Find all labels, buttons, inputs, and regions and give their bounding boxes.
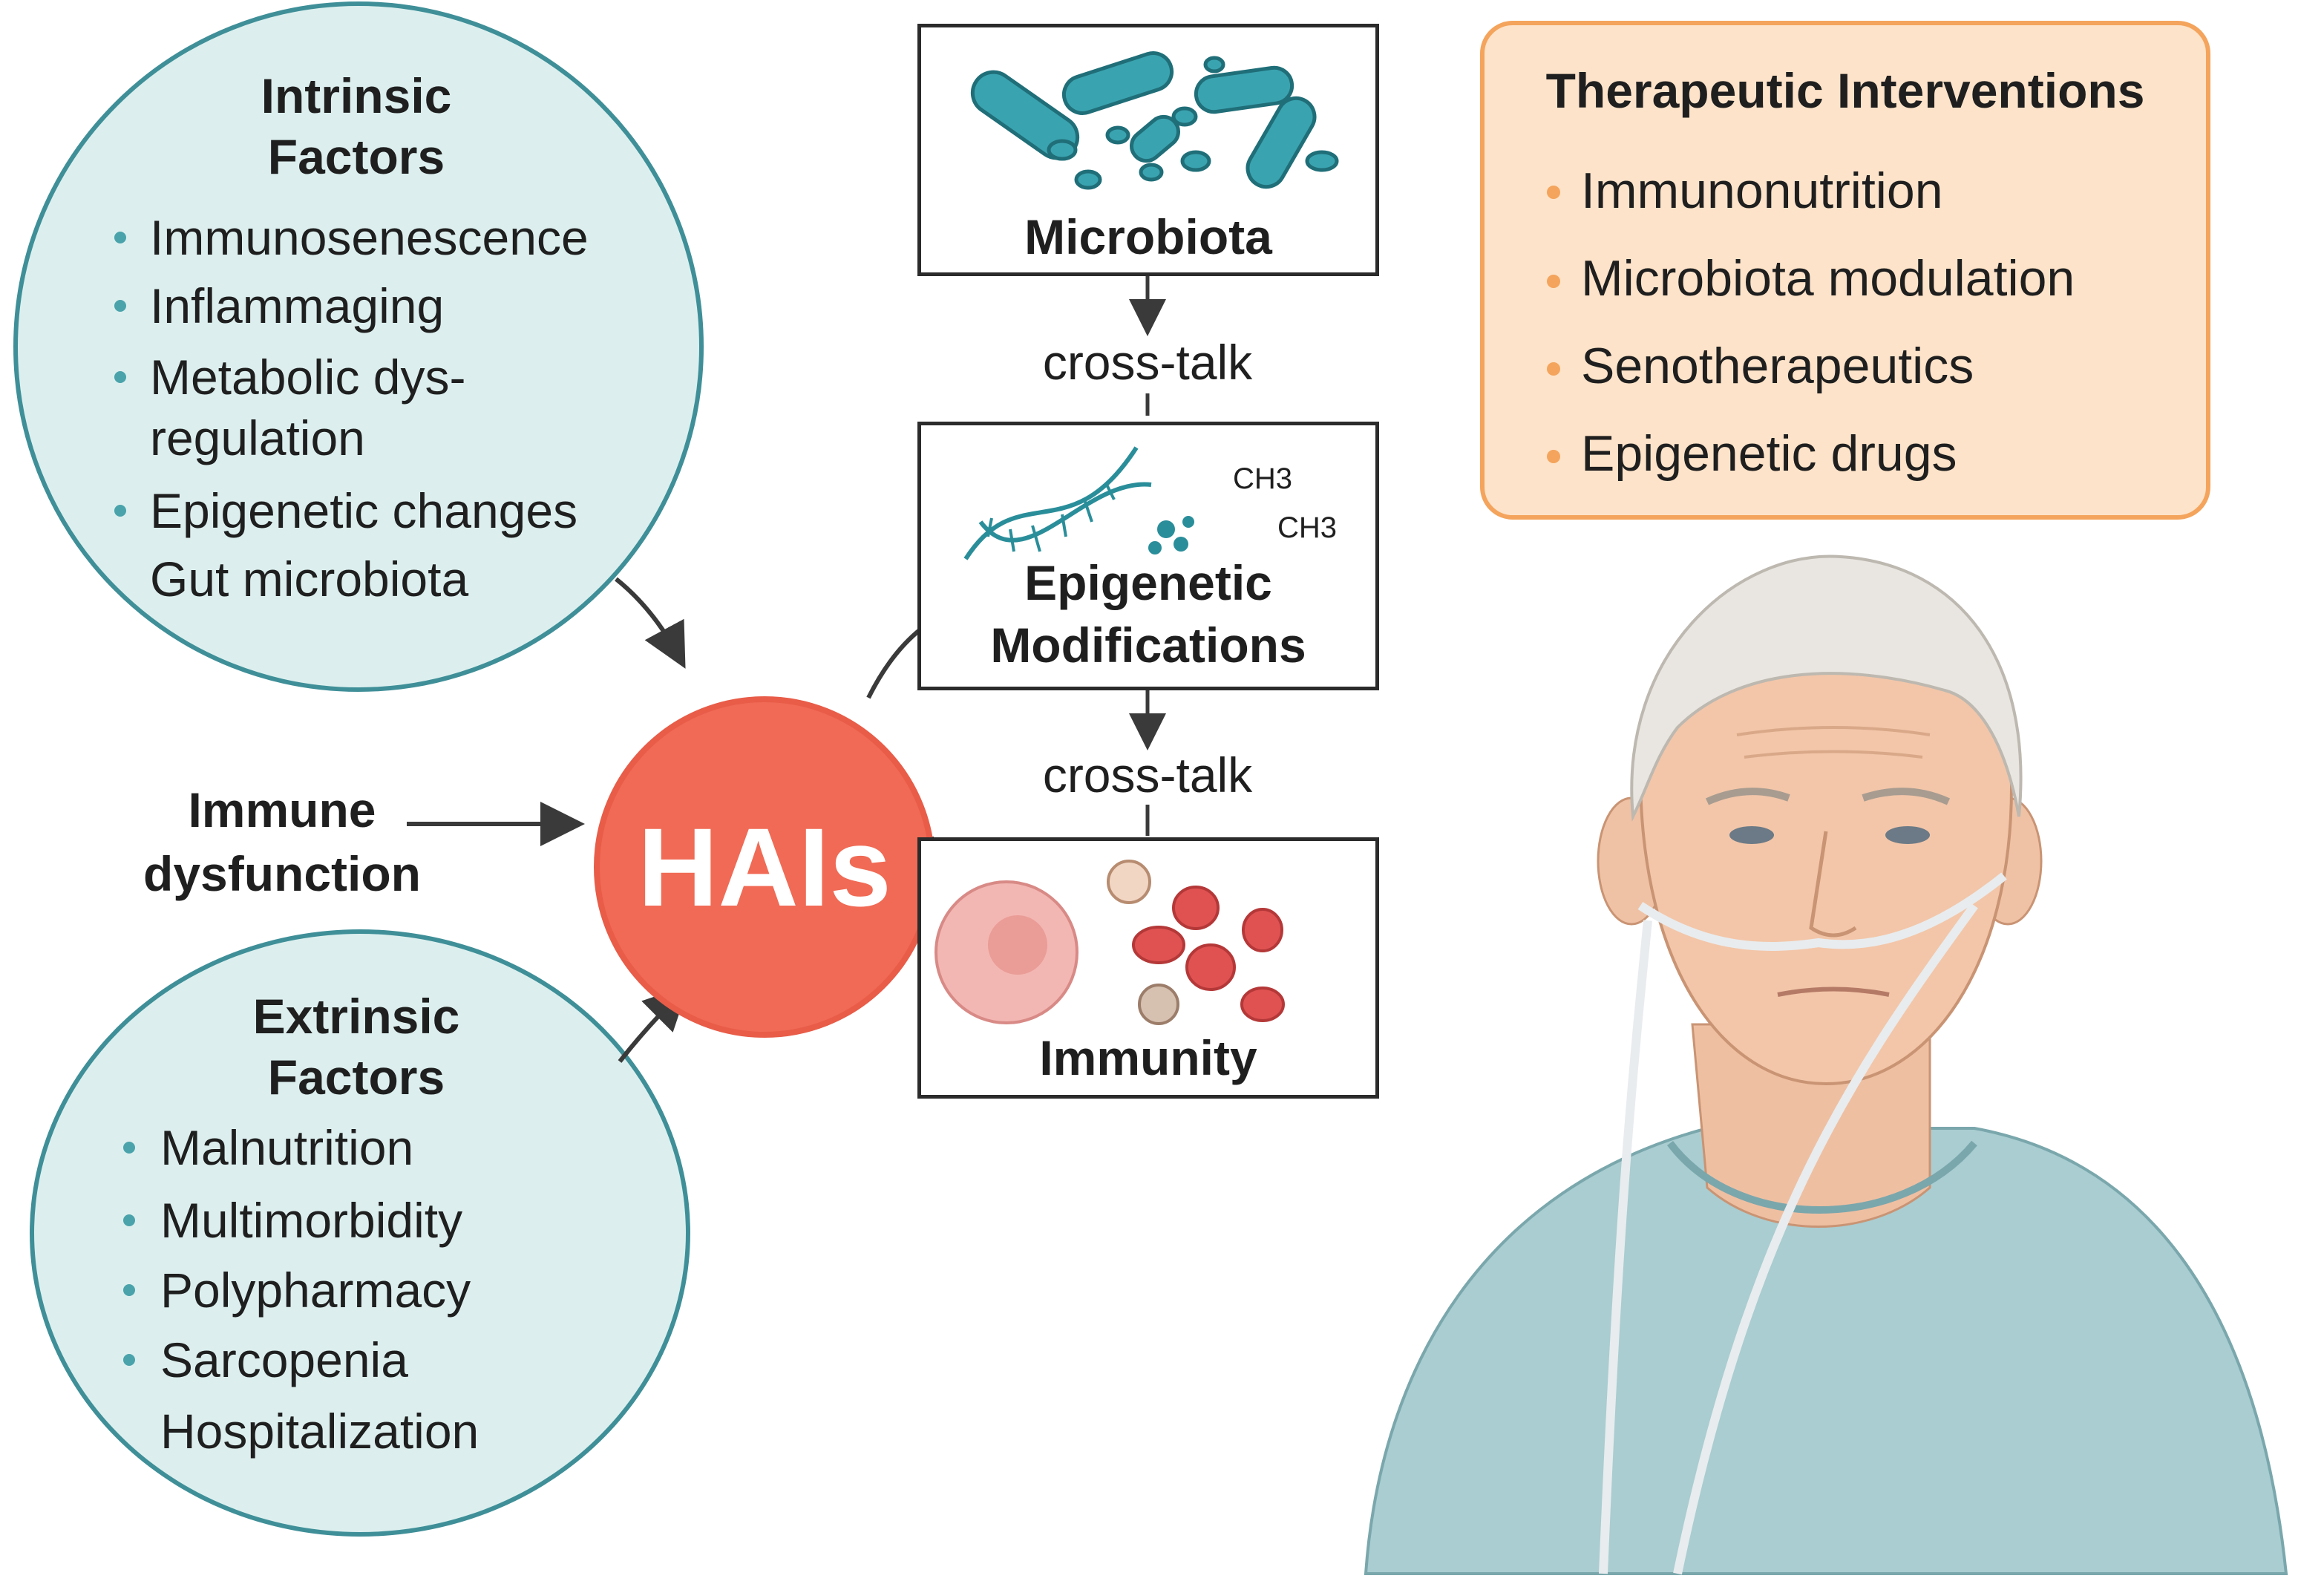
intrinsic-item: Inflammaging: [150, 278, 445, 333]
therapeutic-interventions-box: Therapeutic Interventions Immunonutritio…: [1480, 21, 2210, 520]
bacteria-icon: [970, 51, 1339, 190]
hais-label: HAIs: [638, 804, 891, 929]
therapeutic-item: Epigenetic drugs: [1581, 425, 1957, 482]
extrinsic-title-line2: Factors: [267, 1050, 445, 1105]
extrinsic-factors-title: Extrinsic Factors: [171, 986, 542, 1108]
intrinsic-item: Epigenetic changes: [150, 483, 578, 538]
extrinsic-item: Malnutrition: [160, 1120, 414, 1175]
therapeutic-item: Microbiota modulation: [1581, 250, 2075, 307]
connector-hais-to-epigenetic: [866, 627, 922, 699]
bullet-dot: [123, 1142, 135, 1154]
bullet-dot: [123, 1354, 135, 1366]
bullet-dot: [1547, 362, 1560, 376]
immune-line1: Immune: [188, 782, 376, 837]
extrinsic-item: Multimorbidity: [160, 1193, 463, 1248]
bullet-dot: [114, 232, 126, 243]
intrinsic-factors-circle: [13, 1, 704, 692]
extrinsic-factors-circle: [30, 929, 690, 1537]
extrinsic-item: Hospitalization: [160, 1404, 479, 1459]
bullet-dot: [114, 505, 126, 517]
ch3-label-b: CH3: [1277, 511, 1338, 544]
intrinsic-title-line1: Intrinsic: [261, 68, 452, 123]
epigenetic-line2: Modifications: [990, 618, 1306, 673]
dna-helix-icon: [963, 446, 1194, 560]
crosstalk-label-2: cross-talk: [1042, 747, 1253, 802]
blood-cells-icon: [934, 860, 1285, 1025]
bullet-dot: [114, 371, 126, 383]
bullet-dot: [1547, 186, 1560, 199]
hais-node: HAIs: [594, 696, 935, 1038]
crosstalk-label-1: cross-talk: [1042, 335, 1253, 390]
epigenetic-line1: Epigenetic: [1024, 555, 1272, 610]
bullet-dot: [1547, 450, 1560, 463]
therapeutic-item: Senotherapeutics: [1581, 338, 1974, 394]
bullet-dot: [1547, 275, 1560, 288]
intrinsic-item: regulation: [150, 410, 365, 465]
bullet-dot: [123, 1214, 135, 1226]
microbiota-box: Microbiota: [917, 24, 1379, 276]
microbiota-label: Microbiota: [1024, 209, 1272, 264]
intrinsic-item: Gut microbiota: [150, 552, 469, 606]
extrinsic-item: Polypharmacy: [160, 1263, 471, 1318]
bullet-dot: [114, 300, 126, 312]
therapeutic-title: Therapeutic Interventions: [1545, 63, 2145, 118]
arrow-intrinsic-to-hais: [615, 577, 686, 669]
epigenetic-label: Epigenetic Modifications: [921, 552, 1375, 676]
immune-line2: dysfunction: [143, 846, 421, 901]
elderly-patient-illustration: [1364, 554, 2288, 1575]
epigenetic-box: CH3 CH3 Epigenetic Modifications: [917, 422, 1379, 690]
ch3-label-a: CH3: [1233, 462, 1293, 495]
intrinsic-item: Immunosenescence: [150, 210, 589, 265]
immunity-box: Immunity: [917, 837, 1379, 1099]
immune-dysfunction-label: Immune dysfunction: [111, 778, 453, 906]
intrinsic-item: Metabolic dys-: [150, 350, 466, 405]
intrinsic-title-line2: Factors: [267, 129, 445, 184]
immunity-label: Immunity: [1039, 1030, 1257, 1085]
therapeutic-item: Immunonutrition: [1581, 163, 1943, 219]
bullet-dot: [123, 1284, 135, 1296]
extrinsic-item: Sarcopenia: [160, 1332, 408, 1387]
extrinsic-title-line1: Extrinsic: [252, 989, 460, 1044]
intrinsic-factors-title: Intrinsic Factors: [171, 65, 542, 187]
